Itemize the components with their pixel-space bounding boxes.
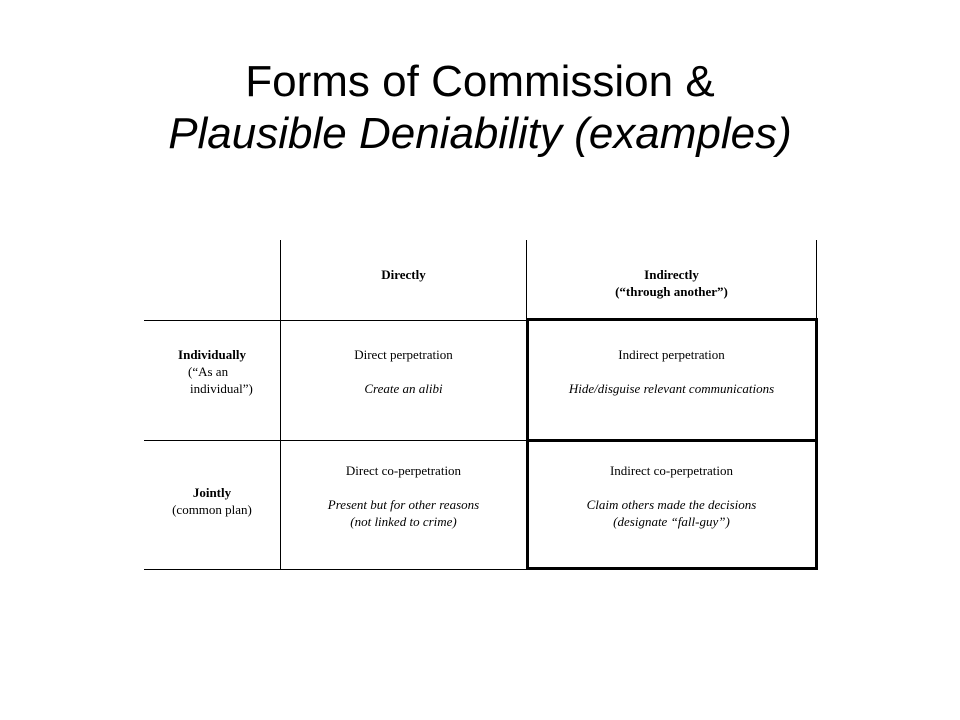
table-divider-left [280,240,281,570]
header-directly: Directly [381,267,426,282]
table-rule-2 [144,440,528,441]
title-line-1: Forms of Commission & [245,57,715,106]
highlight-indirect-co-perpetration [526,439,818,570]
slide-title: Forms of Commission & Plausible Deniabil… [0,56,960,160]
table-divider-middle [526,240,527,320]
header-indirectly: Indirectly (“through another”) [615,267,728,299]
table-rule-1 [144,320,528,321]
cell-direct-perpetration: Direct perpetration Create an alibi [354,347,453,396]
cell-direct-co-perpetration: Direct co-perpetration Present but for o… [327,463,480,529]
title-line-2: Plausible Deniability (examples) [168,109,792,158]
row-label-jointly: Jointly (common plan) [172,485,252,517]
cell-indirect-perpetration: Indirect perpetration Hide/disguise rele… [568,347,775,396]
table-divider-right [816,240,817,320]
cell-indirect-co-perpetration: Indirect co-perpetration Claim others ma… [586,463,757,529]
table-rule-3 [144,569,528,570]
row-label-individually: Individually (“As an individual”) [178,347,253,396]
